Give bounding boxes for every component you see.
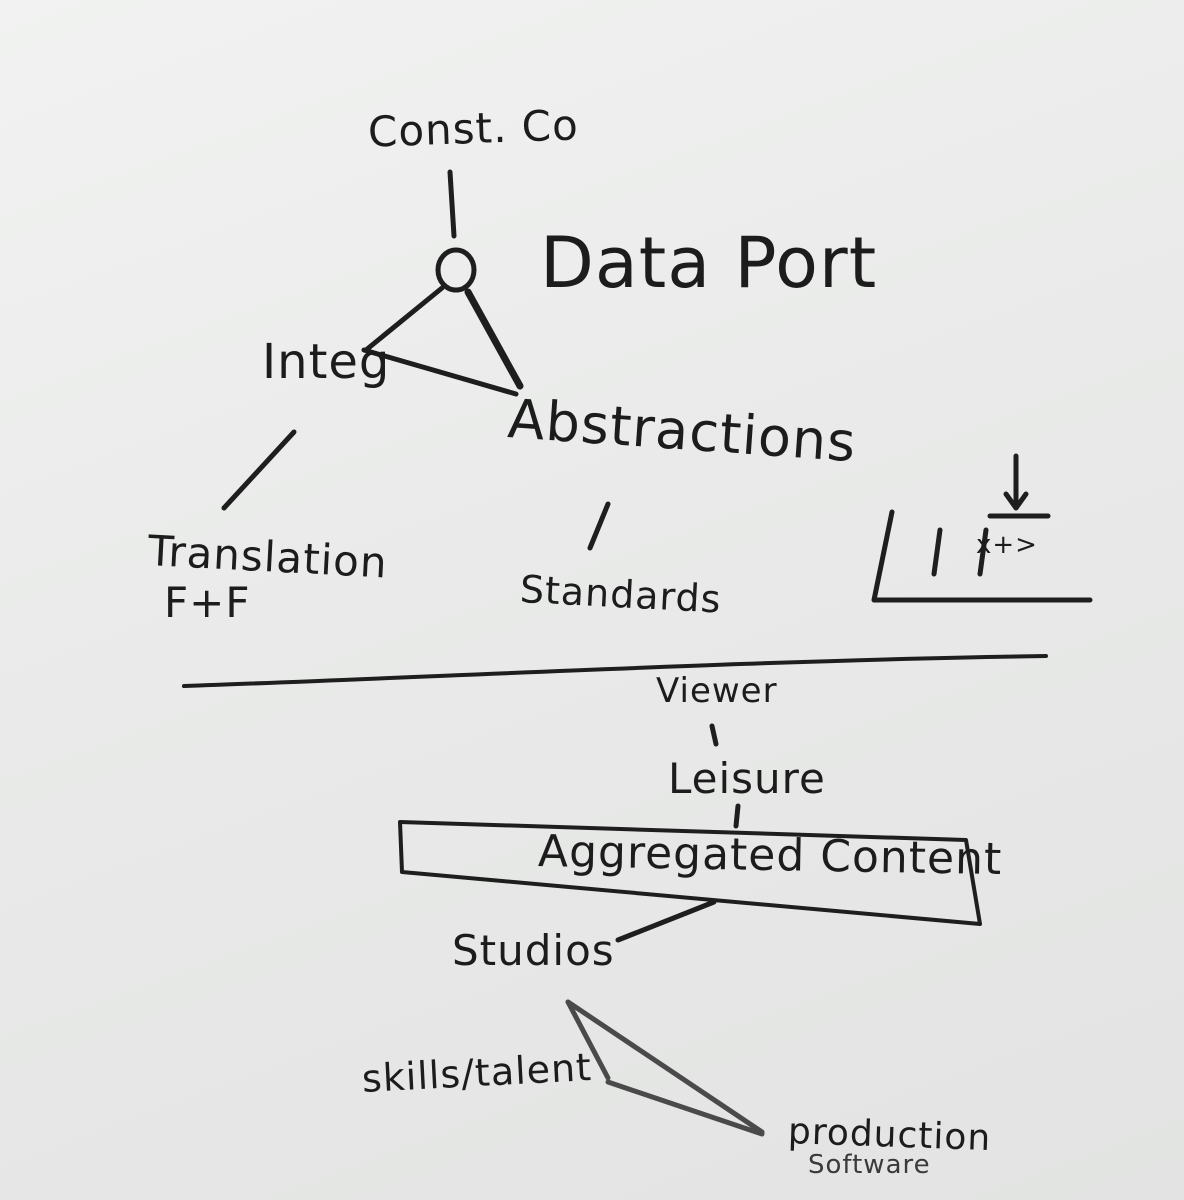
label-aggregated-content: Aggregated Content [537,826,1003,886]
label-studios: Studios [452,926,615,975]
label-software: Software [808,1150,931,1180]
data-port-node [435,247,477,293]
aggregated-content-box [398,820,982,926]
connector-aggregated-to-studios [615,899,717,943]
label-skills-talent: skills/talent [360,1044,594,1101]
side-sketch-tick-1 [931,527,943,577]
label-side-sketch: x+> [976,530,1038,560]
label-viewer: Viewer [656,671,778,711]
connector-studios-to-skills [565,999,611,1081]
label-f-and-f: F+F [164,578,251,627]
label-const-co: Const. Co [367,100,580,157]
connector-integ-to-translation [221,429,297,511]
connector-abstractions-to-standards [587,501,611,551]
connector-leisure-to-aggregated [733,803,741,829]
connector-const-to-node [447,169,457,239]
label-standards: Standards [518,567,723,622]
side-sketch-arrow [1003,453,1029,511]
connector-node-to-integ [363,285,445,353]
section-divider [182,654,1048,688]
connector-node-to-abstractions [464,288,524,390]
connector-viewer-to-leisure [709,723,719,747]
side-sketch-frame [871,509,1093,603]
connector-skills-to-production [605,1079,765,1137]
label-translation: Translation [146,526,389,588]
connector-studios-to-production [565,999,765,1135]
label-integ: Integ [262,334,391,390]
label-data-port: Data Port [540,222,878,304]
connector-integ-to-abstractions [361,347,519,397]
label-leisure: Leisure [668,754,826,803]
side-sketch-tick-2 [977,527,989,577]
